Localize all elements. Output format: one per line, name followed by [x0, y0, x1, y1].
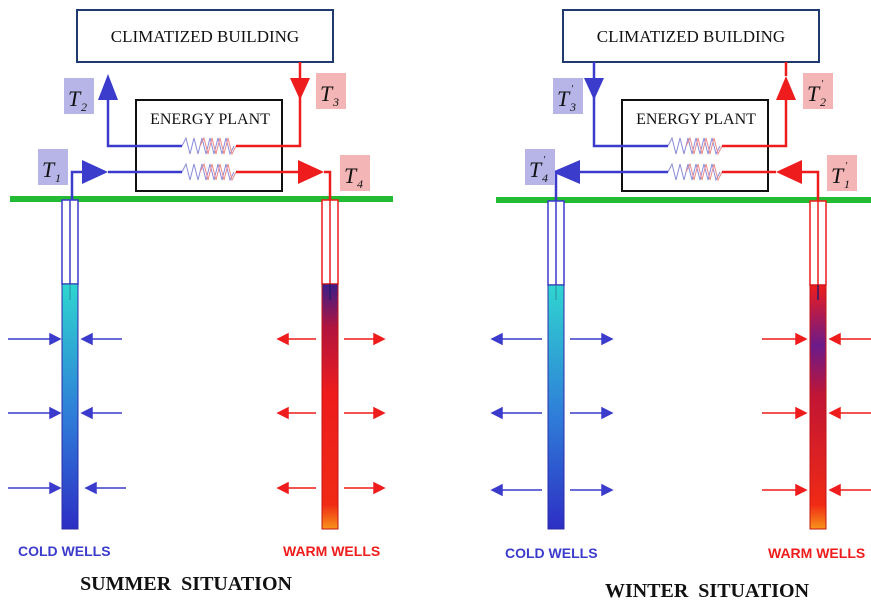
svg-text:3: 3 — [332, 95, 339, 109]
energy-plant-label: ENERGY PLANT — [636, 111, 756, 128]
svg-text:2: 2 — [81, 100, 87, 114]
svg-text:T: T — [42, 157, 56, 182]
warm-supply-line — [722, 100, 788, 148]
svg-text:': ' — [845, 161, 848, 172]
warm-up-arrow — [776, 76, 796, 100]
cold-down-arrow — [584, 78, 604, 100]
cold-left-arrow — [552, 160, 580, 184]
warm-wells-label: WARM WELLS — [768, 545, 865, 561]
svg-text:T: T — [68, 86, 82, 111]
svg-text:T: T — [831, 163, 845, 188]
svg-text:': ' — [543, 155, 546, 166]
warm-well — [809, 200, 827, 530]
heat-exchanger-coil-upper-warm — [199, 136, 237, 156]
svg-text:1: 1 — [55, 171, 61, 185]
summer-panel: CLIMATIZED BUILDING ENERGY PLANT T 2 T — [8, 9, 393, 595]
building-box — [76, 9, 334, 63]
svg-text:T: T — [320, 81, 334, 106]
temp-label-top-right: T ' 2 — [803, 73, 833, 109]
temp-label-bottom-right: T ' 1 — [827, 155, 857, 191]
svg-text:T: T — [529, 157, 543, 182]
svg-text:': ' — [571, 84, 574, 95]
svg-text:3: 3 — [569, 100, 576, 114]
cold-supply-line — [106, 100, 182, 148]
building-label: CLIMATIZED BUILDING — [597, 27, 785, 46]
warm-well-line — [324, 170, 332, 205]
cold-right-arrow — [82, 160, 108, 184]
cold-wells-label: COLD WELLS — [505, 545, 598, 561]
heat-exchanger-coil-lower-warm — [199, 162, 237, 182]
svg-text:1: 1 — [844, 177, 850, 191]
temp-label-top-left: T ' 3 — [553, 78, 583, 114]
temp-label-bottom-left: T ' 4 — [525, 149, 555, 185]
svg-text:T: T — [807, 81, 821, 106]
heat-exchanger-coil-upper — [667, 136, 721, 156]
svg-text:T: T — [557, 86, 571, 111]
situation-label: WINTER SITUATION — [605, 580, 810, 602]
cold-well — [61, 199, 79, 530]
cold-flow-arrows — [8, 332, 126, 495]
building-box — [562, 9, 820, 63]
winter-panel: CLIMATIZED BUILDING ENERGY PLANT T ' 3 T — [490, 9, 871, 602]
heat-exchanger-coil-lower-warm — [685, 162, 723, 182]
cold-flow-arrows — [490, 332, 614, 497]
cold-wells-label: COLD WELLS — [18, 543, 111, 559]
temp-label-top-left: T 2 — [64, 78, 94, 114]
heat-exchanger-coil-lower — [181, 162, 235, 182]
svg-text:': ' — [821, 79, 824, 90]
temp-label-bottom-left: T 1 — [38, 149, 68, 185]
cold-well — [547, 200, 565, 530]
warm-wells-label: WARM WELLS — [283, 543, 380, 559]
svg-text:2: 2 — [820, 95, 826, 109]
energy-plant-label: ENERGY PLANT — [150, 111, 270, 128]
building-label: CLIMATIZED BUILDING — [111, 27, 299, 46]
heat-exchanger-coil-upper-warm — [685, 136, 723, 156]
warm-flow-arrows — [276, 332, 386, 495]
heat-exchanger-coil-lower — [667, 162, 721, 182]
warm-well — [321, 199, 339, 530]
cold-up-arrow — [98, 74, 118, 100]
warm-flow-arrows — [762, 332, 871, 497]
svg-text:4: 4 — [542, 171, 548, 185]
svg-text:4: 4 — [357, 177, 363, 191]
temp-label-top-right: T 3 — [316, 73, 346, 109]
warm-right-arrow — [298, 160, 324, 184]
warm-return-line — [802, 170, 820, 205]
warm-left-arrow — [776, 160, 802, 184]
svg-text:T: T — [344, 163, 358, 188]
heat-exchanger-coil-upper — [181, 136, 235, 156]
temp-label-bottom-right: T 4 — [340, 155, 370, 191]
warm-down-arrow — [290, 78, 310, 100]
situation-label: SUMMER SITUATION — [80, 573, 292, 595]
